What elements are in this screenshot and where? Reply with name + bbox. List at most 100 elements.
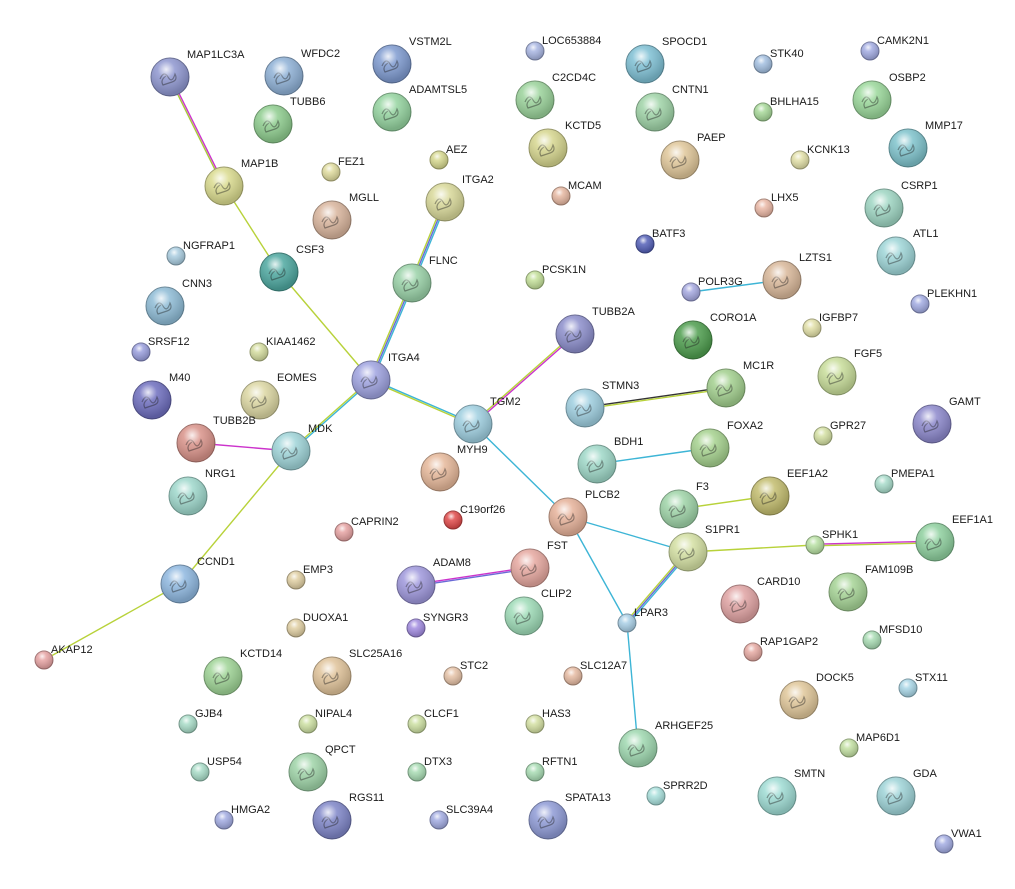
node-csrp1[interactable]: CSRP1 [864,180,938,228]
node-usp54[interactable]: USP54 [190,756,242,782]
node-mc1r[interactable]: MC1R [706,360,774,408]
node-plekhn1[interactable]: PLEKHN1 [910,288,977,314]
node-bdh1[interactable]: BDH1 [577,436,643,484]
node-vstm2l[interactable]: VSTM2L [372,36,452,84]
node-sprr2d[interactable]: SPRR2D [646,780,708,806]
node-eef1a2[interactable]: EEF1A2 [750,468,828,516]
node-qpct[interactable]: QPCT [288,744,356,792]
node-myh9[interactable]: MYH9 [420,444,488,492]
node-slc39a4[interactable]: SLC39A4 [429,804,493,830]
node-fez1[interactable]: FEZ1 [321,156,365,182]
node-igfbp7[interactable]: IGFBP7 [802,312,858,338]
node-s1pr1[interactable]: S1PR1 [668,524,740,572]
node-foxa2[interactable]: FOXA2 [690,420,763,468]
node-has3[interactable]: HAS3 [525,708,571,734]
node-stk40[interactable]: STK40 [753,48,804,74]
node-csf3[interactable]: CSF3 [259,244,324,292]
node-tubb6[interactable]: TUBB6 [253,96,325,144]
node-fgf5[interactable]: FGF5 [817,348,882,396]
node-sphk1[interactable]: SPHK1 [805,529,858,555]
node-wfdc2[interactable]: WFDC2 [264,48,340,96]
edge-mdk-ccnd1[interactable] [179,450,292,585]
node-osbp2[interactable]: OSBP2 [852,72,926,120]
node-lhx5[interactable]: LHX5 [754,192,799,218]
edge-tgm2-plcb2[interactable] [472,423,569,518]
node-map1b[interactable]: MAP1B [204,158,278,206]
node-ngfrap1[interactable]: NGFRAP1 [166,240,235,266]
edge-map1lc3a-map1b[interactable] [168,76,226,187]
edge-sphk1-eef1a1[interactable] [814,540,936,547]
node-aez[interactable]: AEZ [429,144,468,170]
node-syngr3[interactable]: SYNGR3 [406,612,468,638]
edge-plcb2-lpar3[interactable] [567,516,628,624]
node-dock5[interactable]: DOCK5 [779,672,854,720]
node-adamtsl5[interactable]: ADAMTSL5 [372,84,467,132]
node-map1lc3a[interactable]: MAP1LC3A [150,49,245,97]
node-coro1a[interactable]: CORO1A [673,312,757,360]
node-rftn1[interactable]: RFTN1 [525,756,577,782]
node-tgm2[interactable]: TGM2 [453,396,521,444]
node-spata13[interactable]: SPATA13 [528,792,611,840]
node-card10[interactable]: CARD10 [720,576,800,624]
node-ccnd1[interactable]: CCND1 [160,556,235,604]
node-m40[interactable]: M40 [132,372,190,420]
node-tubb2b[interactable]: TUBB2B [176,415,256,463]
edge-stmn3-mc1r[interactable] [584,386,727,410]
node-hmga2[interactable]: HMGA2 [214,804,270,830]
node-akap12[interactable]: AKAP12 [34,644,93,670]
node-vwa1[interactable]: VWA1 [934,828,982,854]
node-caprin2[interactable]: CAPRIN2 [334,516,399,542]
node-clcf1[interactable]: CLCF1 [407,708,459,734]
node-eef1a1[interactable]: EEF1A1 [915,514,993,562]
node-emp3[interactable]: EMP3 [286,564,333,590]
node-mdk[interactable]: MDK [271,423,333,471]
node-batf3[interactable]: BATF3 [635,228,685,254]
node-gamt[interactable]: GAMT [912,396,981,444]
node-lzts1[interactable]: LZTS1 [762,252,832,300]
node-dtx3[interactable]: DTX3 [407,756,452,782]
node-polr3g[interactable]: POLR3G [681,276,743,302]
node-duoxa1[interactable]: DUOXA1 [286,612,348,638]
node-slc25a16[interactable]: SLC25A16 [312,648,402,696]
node-stc2[interactable]: STC2 [443,660,488,686]
node-pmepa1[interactable]: PMEPA1 [874,468,935,494]
node-rap1gap2[interactable]: RAP1GAP2 [743,636,818,662]
node-gpr27[interactable]: GPR27 [813,420,866,446]
node-nipal4[interactable]: NIPAL4 [298,708,352,734]
edge-tubb2a-tgm2[interactable] [472,332,576,426]
node-mmp17[interactable]: MMP17 [888,120,963,168]
node-stx11[interactable]: STX11 [898,672,948,698]
edge-plcb2-s1pr1[interactable] [567,516,689,553]
node-bhlha15[interactable]: BHLHA15 [753,96,819,122]
node-rgs11[interactable]: RGS11 [312,792,384,840]
node-smtn[interactable]: SMTN [757,768,825,816]
node-srsf12[interactable]: SRSF12 [131,336,190,362]
node-kiaa1462[interactable]: KIAA1462 [249,336,316,362]
node-cnn3[interactable]: CNN3 [145,278,212,326]
node-plcb2[interactable]: PLCB2 [548,489,620,537]
node-c19orf26[interactable]: C19orf26 [443,504,505,530]
node-flnc[interactable]: FLNC [392,255,458,303]
node-itga4[interactable]: ITGA4 [351,352,420,400]
node-tubb2a[interactable]: TUBB2A [555,306,635,354]
edge-s1pr1-sphk1[interactable] [687,544,816,553]
node-mcam[interactable]: MCAM [551,180,602,206]
node-c2cd4c[interactable]: C2CD4C [515,72,596,120]
node-kctd14[interactable]: KCTD14 [203,648,282,696]
node-loc653884[interactable]: LOC653884 [525,35,601,61]
node-eomes[interactable]: EOMES [240,372,317,420]
node-gda[interactable]: GDA [876,768,938,816]
node-lpar3[interactable]: LPAR3 [617,607,668,633]
node-nrg1[interactable]: NRG1 [168,468,236,516]
node-adam8[interactable]: ADAM8 [396,557,471,605]
node-fam109b[interactable]: FAM109B [828,564,913,612]
node-pcsk1n[interactable]: PCSK1N [525,264,586,290]
node-gjb4[interactable]: GJB4 [178,708,223,734]
edge-ccnd1-akap12[interactable] [43,583,181,661]
node-f3[interactable]: F3 [659,481,709,529]
edge-csf3-itga4[interactable] [278,271,372,381]
node-fst[interactable]: FST [510,540,568,588]
node-cntn1[interactable]: CNTN1 [635,84,709,132]
node-kcnk13[interactable]: KCNK13 [790,144,850,170]
node-arhgef25[interactable]: ARHGEF25 [618,720,713,768]
